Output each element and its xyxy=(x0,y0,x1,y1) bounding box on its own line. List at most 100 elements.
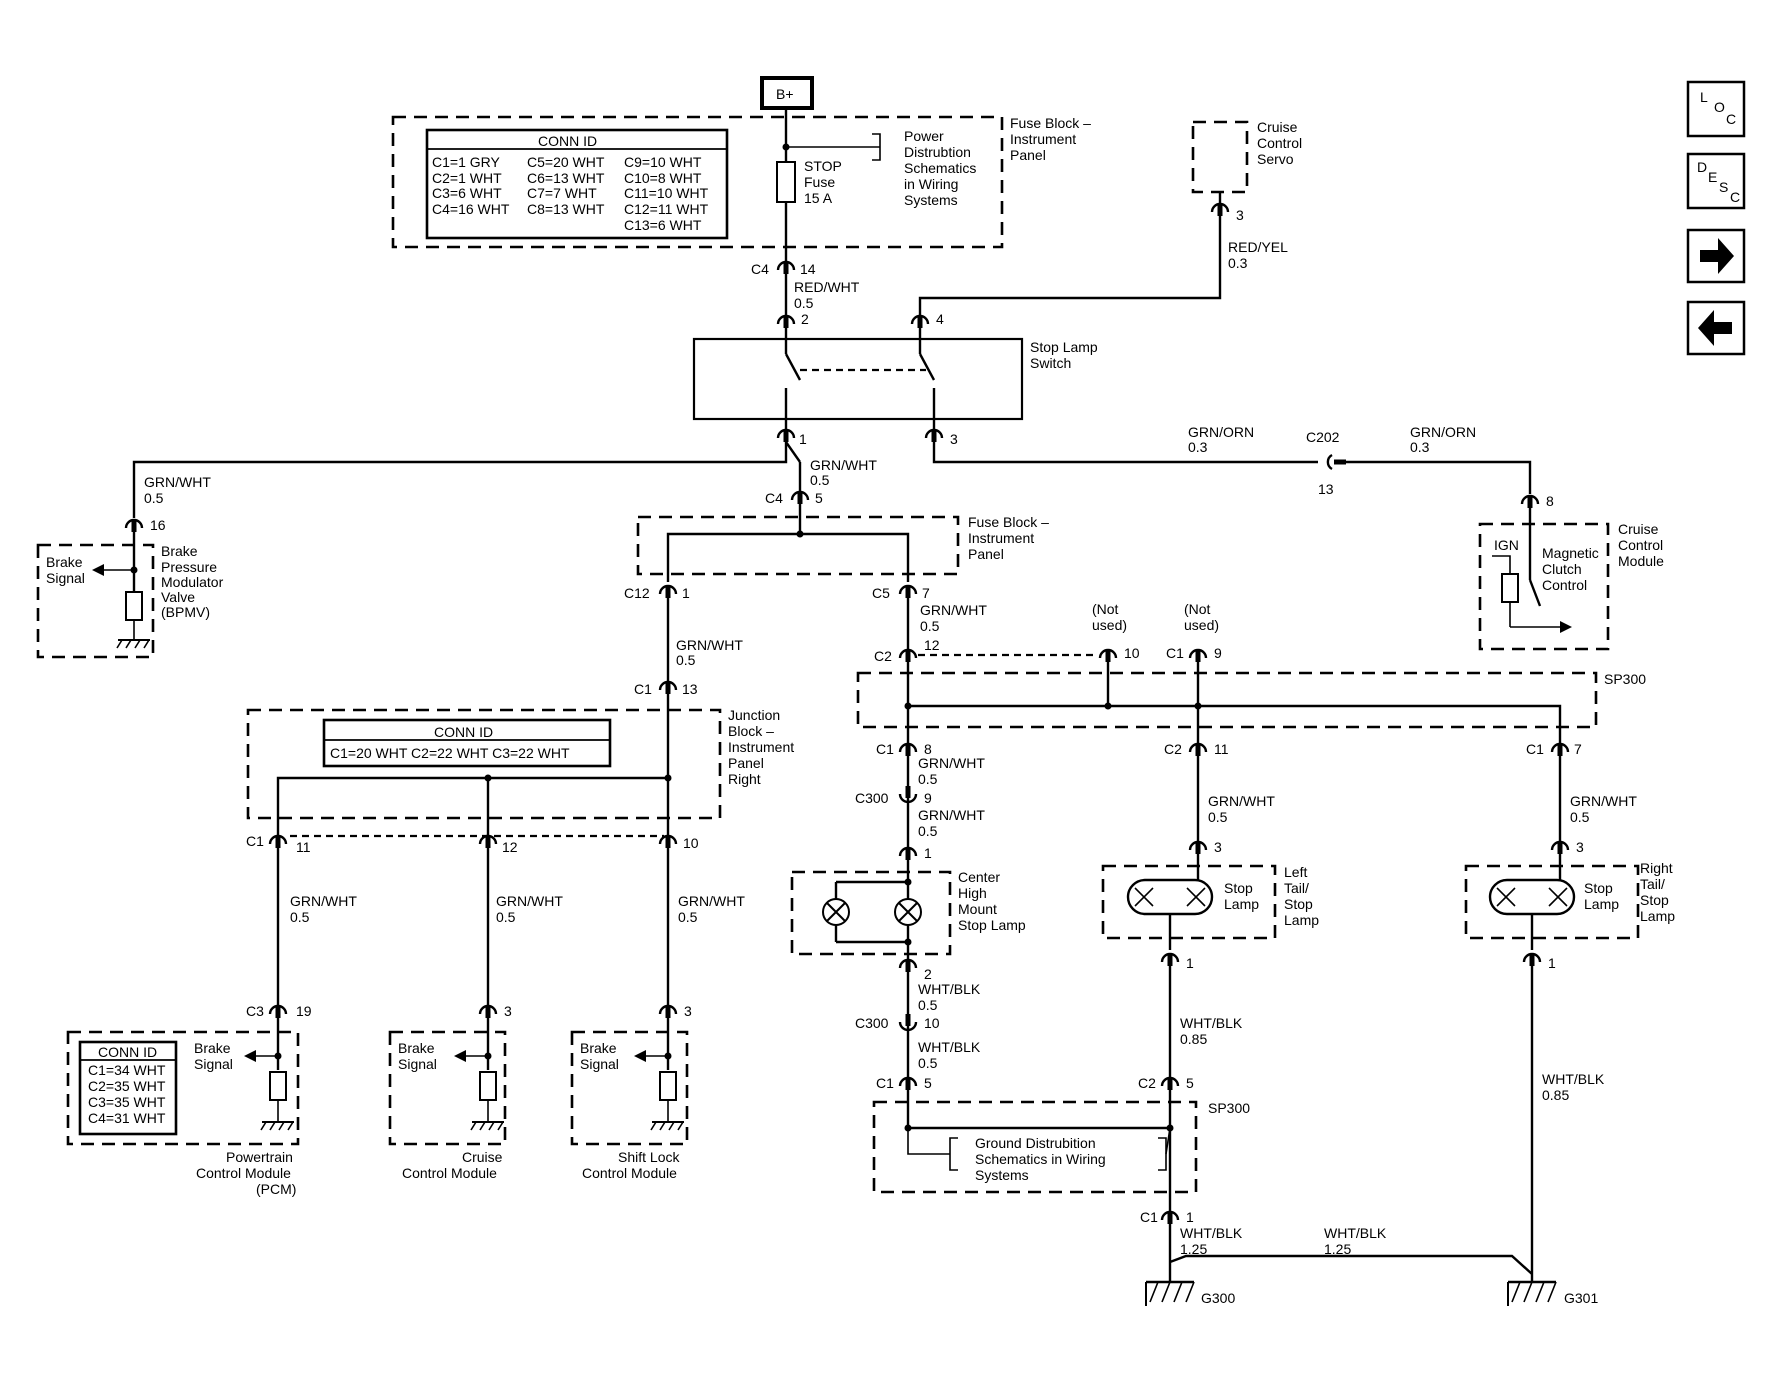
ground-dist-bracket-right xyxy=(1158,1137,1167,1171)
stop-lamp-label: Stop xyxy=(1224,880,1253,896)
connector-c1-1 xyxy=(1162,1212,1178,1224)
wire-color-label: RED/YEL xyxy=(1228,239,1288,255)
ground-g301-label: G301 xyxy=(1564,1290,1598,1306)
pin-label: 4 xyxy=(936,311,944,327)
conn-id-title: CONN ID xyxy=(434,724,493,740)
desc-letter-c: C xyxy=(1730,189,1740,205)
desc-letter-s: S xyxy=(1719,179,1728,195)
connector-c1-7 xyxy=(1552,744,1568,756)
wire-grn-orn-right xyxy=(1346,460,1532,494)
brake-signal-label: Brake xyxy=(46,554,83,570)
conn-id-cell: C8=13 WHT xyxy=(527,201,605,217)
desc-letter-d: D xyxy=(1697,159,1707,175)
wire-color-label: GRN/ORN xyxy=(1410,424,1476,440)
stop-lamp-label: Lamp xyxy=(1584,896,1619,912)
left-lamp-capsule xyxy=(1126,878,1214,916)
brake-signal-label: Brake xyxy=(194,1040,231,1056)
wire-ground-bridge xyxy=(1168,1224,1533,1275)
connector-left-3 xyxy=(1190,842,1206,854)
cruise-servo-label: Cruise xyxy=(1257,119,1298,135)
wire-color-label: WHT/BLK xyxy=(1324,1225,1387,1241)
pcm-outline xyxy=(66,1030,300,1146)
loc-button[interactable]: L O C xyxy=(1686,80,1746,138)
connector-c2-5 xyxy=(1162,1078,1178,1090)
brake-signal-label: Signal xyxy=(398,1056,437,1072)
switch-contact-1 xyxy=(784,353,802,381)
connector-pin-8 xyxy=(1522,496,1538,508)
wire-gauge-label: 0.5 xyxy=(918,771,938,787)
conn-id-cell: C7=7 WHT xyxy=(527,185,597,201)
wire-gauge-label: 1.25 xyxy=(1324,1241,1351,1257)
connector-label: C1 xyxy=(876,741,894,757)
ground-icon xyxy=(260,1121,295,1131)
chmsl-label: High xyxy=(958,885,987,901)
conn-id-table-pcm: CONN ID C1=34 WHT C2=35 WHT C3=35 WHT C4… xyxy=(78,1040,178,1136)
stop-lamp-switch-label: Switch xyxy=(1030,355,1071,371)
chmsl-label: Center xyxy=(958,869,1000,885)
power-dist-bracket xyxy=(872,133,881,161)
right-lamp-capsule xyxy=(1488,878,1576,916)
connector-label: C2 xyxy=(874,648,892,664)
connector-c5-7 xyxy=(900,586,916,598)
clutch-label: Clutch xyxy=(1542,561,1582,577)
pcm-label: Control Module xyxy=(196,1165,291,1181)
connector-label: C300 xyxy=(855,1015,889,1031)
brake-signal-label: Signal xyxy=(46,570,85,586)
loc-letter-l: L xyxy=(1700,89,1708,105)
cruise-module-label: Cruise xyxy=(1618,521,1659,537)
conn-id-table-top: CONN ID C1=1 GRY C5=20 WHT C9=10 WHT C2=… xyxy=(425,128,729,240)
connector-label: C1 xyxy=(1140,1209,1158,1225)
wire-grn-wht-bpmv xyxy=(132,441,801,518)
pin-label: 1 xyxy=(924,845,932,861)
brake-signal-label: Brake xyxy=(398,1040,435,1056)
clutch-label: Control xyxy=(1542,577,1587,593)
connector-pin-1 xyxy=(778,430,794,442)
cruise-module-outline xyxy=(1478,522,1610,651)
connector-c12-1 xyxy=(660,586,676,598)
next-arrow-button[interactable] xyxy=(1686,228,1746,284)
power-dist-ref: Schematics xyxy=(904,160,976,176)
lamp-filament-icon xyxy=(1496,887,1568,907)
chmsl-label: Mount xyxy=(958,901,997,917)
connector-c1-11 xyxy=(270,836,286,848)
wire-color-label: WHT/BLK xyxy=(1180,1225,1243,1241)
desc-button[interactable]: D E S C xyxy=(1686,152,1746,210)
connector-label: C2 xyxy=(1164,741,1182,757)
connector-pin-12 xyxy=(480,836,496,848)
clutch-resistor-icon xyxy=(1501,573,1519,603)
connector-chmsl-2 xyxy=(900,960,916,972)
prev-arrow-button[interactable] xyxy=(1686,300,1746,356)
conn-id-cell: C4=31 WHT xyxy=(88,1110,166,1126)
pcm-label: (PCM) xyxy=(256,1181,296,1197)
connector-c2-12 xyxy=(900,650,916,662)
pin-label: 2 xyxy=(801,311,809,327)
stop-fuse-label: Fuse xyxy=(804,174,835,190)
connector-pin-10 xyxy=(1100,650,1116,662)
connector-label: C5 xyxy=(872,585,890,601)
right-lamp-label: Right xyxy=(1640,860,1673,876)
switch-contact-2 xyxy=(918,353,936,381)
left-lamp-label: Tail/ xyxy=(1284,880,1309,896)
fuse-block-label: Instrument xyxy=(1010,131,1076,147)
junction-block-label: Right xyxy=(728,771,761,787)
bplus-terminal: B+ xyxy=(760,76,814,110)
pin-label: 11 xyxy=(296,839,311,855)
ground-icon xyxy=(116,639,151,649)
slcm-label: Control Module xyxy=(582,1165,677,1181)
wire-gauge-label: 0.5 xyxy=(918,1055,938,1071)
power-dist-ref: Distrubtion xyxy=(904,144,971,160)
bpmv-label: (BPMV) xyxy=(161,604,210,620)
fuse-block-top-outline xyxy=(391,115,1004,249)
sp300-bottom-outline xyxy=(872,1100,1198,1194)
pin-label: 7 xyxy=(1574,741,1582,757)
wire-gauge-label: 0.5 xyxy=(1570,809,1590,825)
right-lamp-label: Stop xyxy=(1640,892,1669,908)
wire-color-label: WHT/BLK xyxy=(918,981,981,997)
pin-label: 13 xyxy=(1318,481,1334,497)
left-lamp-label: Stop xyxy=(1284,896,1313,912)
wire-gauge-label: 0.3 xyxy=(1188,439,1208,455)
sp300-label: SP300 xyxy=(1208,1100,1250,1116)
arrow-left-icon xyxy=(634,1050,646,1062)
pin-label: 9 xyxy=(924,790,932,806)
